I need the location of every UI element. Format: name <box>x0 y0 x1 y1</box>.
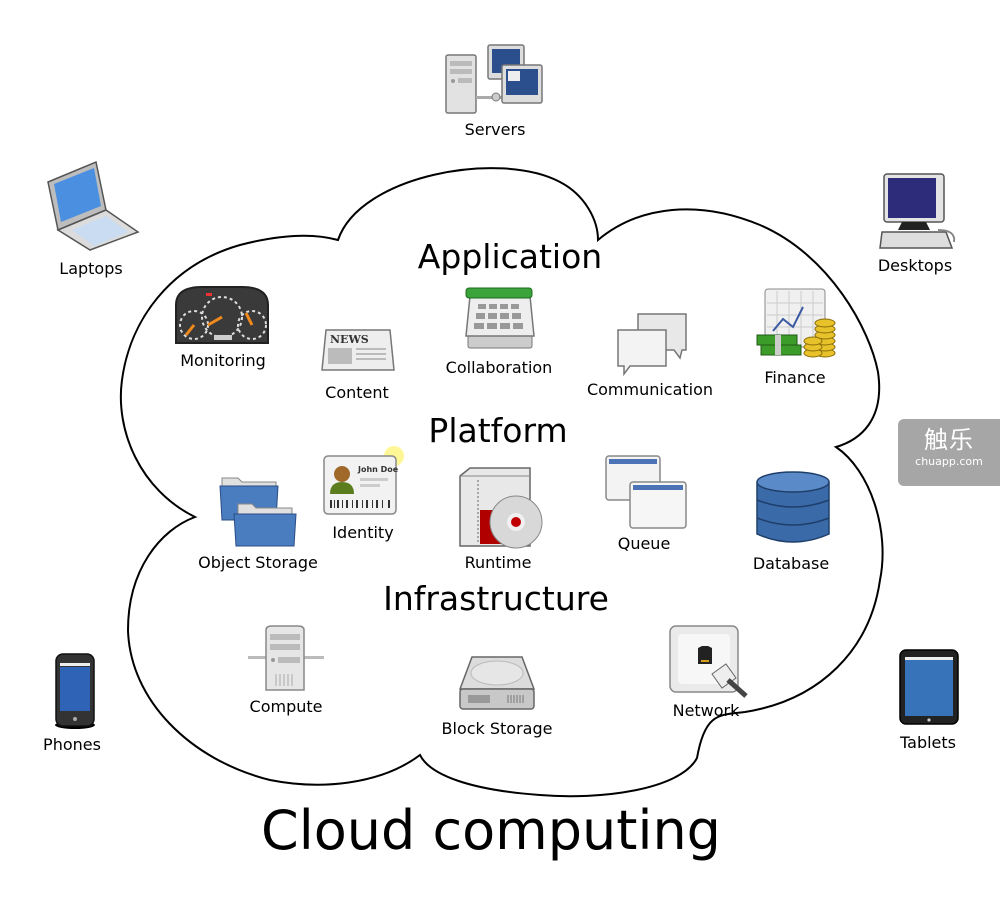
collaboration-label: Collaboration <box>445 358 553 377</box>
monitoring-dashboard-icon <box>175 286 269 344</box>
database-label: Database <box>752 554 830 573</box>
servers-label: Servers <box>464 120 526 139</box>
calendar-icon <box>465 287 535 349</box>
phone-icon <box>55 653 95 729</box>
desktops-label: Desktops <box>877 256 953 275</box>
block-storage-label: Block Storage <box>441 719 553 738</box>
compute-label: Compute <box>249 697 323 716</box>
desktop-icon <box>879 173 956 249</box>
folders-icon <box>219 477 297 547</box>
finance-chart-money-icon <box>756 288 836 358</box>
servers-icon <box>445 44 543 114</box>
laptop-icon <box>47 160 140 251</box>
hard-drive-icon <box>458 656 536 710</box>
phones-label: Phones <box>43 735 101 754</box>
tablet-icon <box>899 649 959 725</box>
network-ethernet-icon <box>669 625 748 698</box>
watermark-url: chuapp.com <box>915 455 983 468</box>
layer-platform-heading: Platform <box>428 411 568 450</box>
watermark-badge: 触乐 chuapp.com <box>898 419 1000 486</box>
queue-windows-icon <box>605 455 687 529</box>
identity-label: Identity <box>332 523 394 542</box>
runtime-box-disc-icon <box>459 467 543 549</box>
layer-infrastructure-heading: Infrastructure <box>383 579 609 618</box>
monitoring-label: Monitoring <box>180 351 266 370</box>
runtime-label: Runtime <box>464 553 532 572</box>
laptops-label: Laptops <box>59 259 123 278</box>
watermark-brand: 触乐 <box>924 426 974 454</box>
database-icon <box>756 471 830 543</box>
id-name-text: John Doe <box>357 465 399 474</box>
news-text: NEWS <box>330 333 369 346</box>
queue-label: Queue <box>617 534 671 553</box>
object-storage-label: Object Storage <box>198 553 318 572</box>
finance-label: Finance <box>764 368 826 387</box>
id-card-icon: John Doe <box>323 446 404 515</box>
network-label: Network <box>672 701 740 720</box>
diagram-title: Cloud computing <box>261 799 721 862</box>
communication-label: Communication <box>586 380 714 399</box>
layer-application-heading: Application <box>417 237 603 276</box>
tablets-label: Tablets <box>900 733 956 752</box>
content-label: Content <box>325 383 389 402</box>
newspaper-icon: NEWS <box>321 329 395 371</box>
compute-server-icon <box>248 625 324 691</box>
chat-bubbles-icon <box>617 313 687 377</box>
